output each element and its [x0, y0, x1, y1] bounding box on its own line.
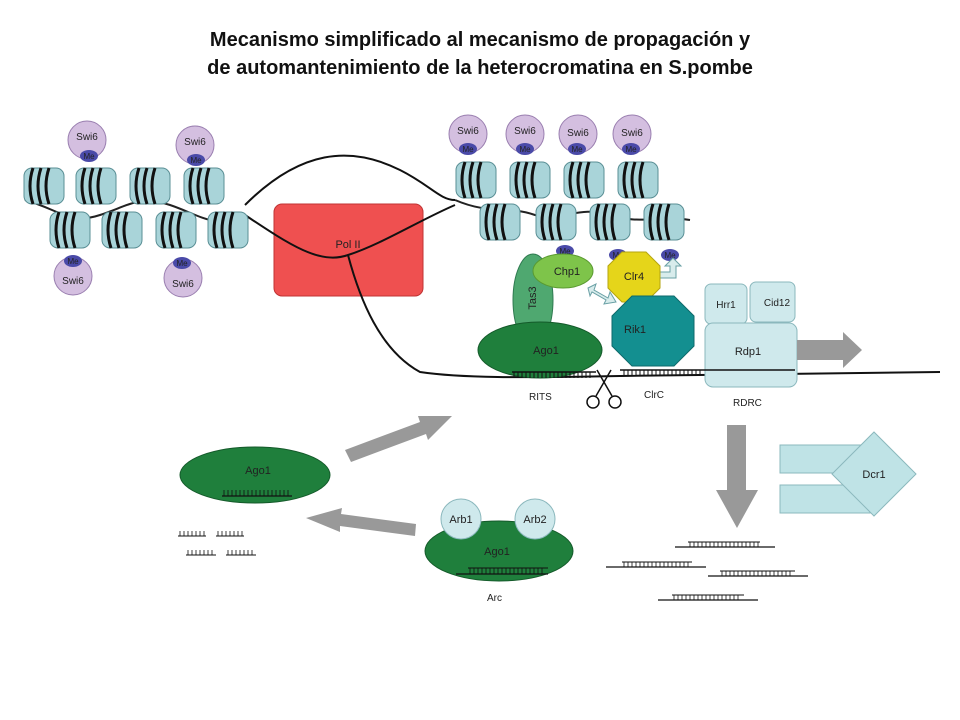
- svg-text:Me: Me: [519, 145, 531, 154]
- dcr1-complex: Dcr1: [779, 431, 917, 517]
- svg-text:Me: Me: [176, 259, 188, 268]
- arc-label: Arc: [487, 593, 502, 604]
- swi6-protein: Swi6 Me: [67, 120, 107, 162]
- clr4-protein: Clr4: [607, 251, 661, 303]
- swi6-protein: Swi6 Me: [505, 114, 545, 155]
- chp1-protein: Chp1: [532, 253, 594, 289]
- svg-text:Me: Me: [190, 156, 202, 165]
- svg-text:Rdp1: Rdp1: [735, 346, 761, 358]
- rdrc-label: RDRC: [733, 398, 762, 409]
- svg-text:Hrr1: Hrr1: [716, 300, 736, 311]
- svg-text:Me: Me: [625, 145, 637, 154]
- svg-text:Tas3: Tas3: [527, 286, 539, 309]
- rits-label: RITS: [529, 392, 552, 403]
- svg-text:Cid12: Cid12: [764, 298, 791, 309]
- title-line-2: de automantenimiento de la heterocromati…: [207, 57, 753, 79]
- diagram-title: Mecanismo simplificado al mecanismo de p…: [0, 26, 960, 82]
- svg-text:Me: Me: [664, 251, 676, 260]
- rik1-protein: Rik1: [611, 295, 695, 367]
- svg-text:Arb1: Arb1: [449, 514, 472, 526]
- svg-text:Swi6: Swi6: [621, 128, 643, 139]
- svg-text:Ago1: Ago1: [533, 345, 559, 357]
- pol2-complex: Pol II: [273, 203, 424, 297]
- clr4-methylation-arrow: [654, 257, 683, 279]
- interaction-arrow: [587, 283, 617, 305]
- svg-text:Swi6: Swi6: [567, 128, 589, 139]
- svg-text:Swi6: Swi6: [184, 137, 206, 148]
- svg-text:Swi6: Swi6: [457, 126, 479, 137]
- nucleosomes-right: [454, 160, 686, 242]
- svg-text:Me: Me: [571, 145, 583, 154]
- rdp1-direction-arrow: [797, 332, 862, 368]
- dna-bubble-top: [244, 154, 456, 206]
- dsrna-rdrc: [620, 369, 795, 376]
- svg-text:Swi6: Swi6: [172, 279, 194, 290]
- svg-text:Rik1: Rik1: [624, 324, 646, 336]
- nucleosomes-left: [22, 166, 250, 250]
- arc-to-ago1-arrow: [306, 508, 416, 536]
- svg-text:Swi6: Swi6: [76, 132, 98, 143]
- clrc-label: ClrC: [644, 390, 664, 401]
- swi6-protein: Swi6 Me: [448, 114, 488, 155]
- svg-text:Me: Me: [67, 257, 79, 266]
- title-line-1: Mecanismo simplificado al mecanismo de p…: [209, 29, 751, 51]
- scissors-icon: [586, 369, 622, 409]
- arc-complex: Ago1 Arb1 Arb2: [424, 498, 574, 582]
- ago1-rits: Ago1: [477, 321, 603, 379]
- svg-text:Me: Me: [559, 247, 571, 256]
- sirna-rits: [512, 371, 596, 378]
- svg-text:Clr4: Clr4: [624, 271, 644, 283]
- svg-text:Swi6: Swi6: [62, 276, 84, 287]
- swi6-protein: Swi6 Me: [53, 255, 93, 296]
- me-mark: Me: [661, 249, 679, 261]
- svg-text:Ago1: Ago1: [245, 465, 271, 477]
- down-arrow: [716, 425, 758, 528]
- swi6-protein: Swi6 Me: [163, 257, 203, 298]
- svg-text:Swi6: Swi6: [514, 126, 536, 137]
- svg-text:Me: Me: [83, 152, 95, 161]
- svg-text:Arb2: Arb2: [523, 514, 546, 526]
- svg-text:Ago1: Ago1: [484, 546, 510, 558]
- rdrc-complex: Hrr1 Cid12 Rdp1: [704, 281, 798, 388]
- pol2-label: Pol II: [335, 239, 360, 251]
- svg-text:Chp1: Chp1: [554, 266, 580, 278]
- swi6-protein: Swi6 Me: [175, 125, 215, 166]
- sirna-duplexes: [606, 541, 808, 601]
- passenger-strand-fragments: [178, 531, 256, 556]
- swi6-protein: Swi6 Me: [558, 114, 598, 155]
- ago1-to-rits-arrow: [345, 416, 452, 462]
- svg-text:Me: Me: [462, 145, 474, 154]
- swi6-protein: Swi6 Me: [612, 114, 652, 155]
- svg-text:Dcr1: Dcr1: [862, 469, 885, 481]
- sirna-ticks: [513, 372, 591, 378]
- ago1-loaded: Ago1: [179, 446, 331, 504]
